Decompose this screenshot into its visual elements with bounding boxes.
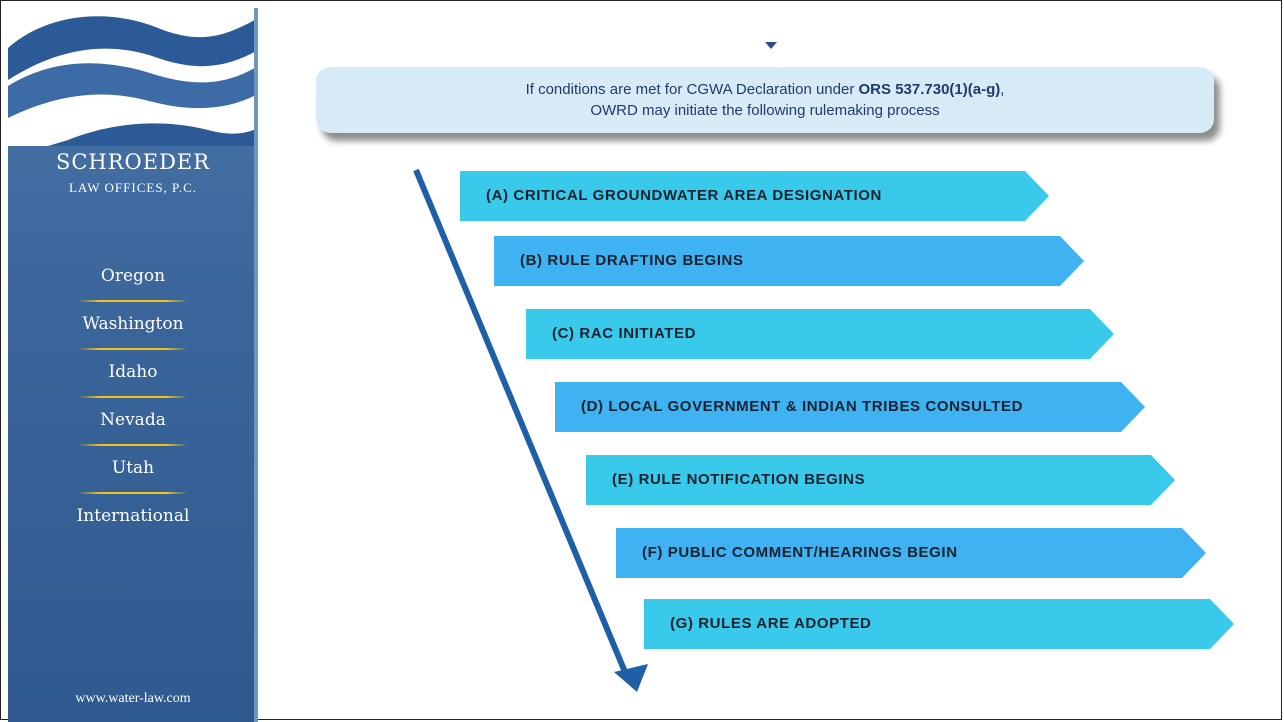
state-divider bbox=[78, 444, 188, 446]
sidebar: SCHROEDER LAW OFFICES, P.C. Oregon Washi… bbox=[8, 8, 258, 722]
state-divider bbox=[78, 492, 188, 494]
flow-arrow-head-icon bbox=[614, 664, 648, 692]
state-divider bbox=[78, 396, 188, 398]
step-b: (B) RULE DRAFTING BEGINS bbox=[494, 236, 1084, 286]
state-item-utah: Utah bbox=[8, 453, 258, 501]
step-c: (C) RAC INITIATED bbox=[526, 309, 1114, 359]
statute-reference: ORS 537.730(1)(a-g) bbox=[858, 81, 1001, 98]
step-d: (D) LOCAL GOVERNMENT & INDIAN TRIBES CON… bbox=[555, 382, 1145, 432]
state-item-washington: Washington bbox=[8, 309, 258, 357]
state-label: Nevada bbox=[100, 410, 166, 430]
wave-logo bbox=[8, 8, 258, 146]
step-g: (G) RULES ARE ADOPTED bbox=[644, 599, 1234, 649]
down-triangle-icon bbox=[765, 42, 777, 49]
state-item-oregon: Oregon bbox=[8, 261, 258, 309]
wave-logo-icon bbox=[8, 8, 258, 146]
condition-prefix: If conditions are met for CGWA Declarati… bbox=[525, 81, 859, 98]
flow-arrow-shaft bbox=[413, 168, 628, 674]
firm-name: SCHROEDER bbox=[55, 150, 211, 174]
step-f: (F) PUBLIC COMMENT/HEARINGS BEGIN bbox=[616, 528, 1206, 578]
state-item-idaho: Idaho bbox=[8, 357, 258, 405]
firm-subtitle: LAW OFFICES, P.C. bbox=[68, 180, 198, 195]
state-divider bbox=[78, 348, 188, 350]
condition-box: If conditions are met for CGWA Declarati… bbox=[316, 67, 1214, 133]
step-a: (A) CRITICAL GROUNDWATER AREA DESIGNATIO… bbox=[460, 171, 1049, 221]
state-label: Idaho bbox=[108, 362, 158, 382]
state-item-nevada: Nevada bbox=[8, 405, 258, 453]
step-e: (E) RULE NOTIFICATION BEGINS bbox=[586, 455, 1175, 505]
state-list: Oregon Washington Idaho Nevada Utah Inte… bbox=[8, 261, 258, 549]
state-label: International bbox=[76, 506, 190, 526]
condition-suffix: , bbox=[1000, 81, 1005, 98]
condition-line-1: If conditions are met for CGWA Declarati… bbox=[316, 79, 1214, 100]
website-link[interactable]: www.water-law.com bbox=[75, 691, 191, 706]
state-item-international: International bbox=[8, 501, 258, 549]
state-label: Oregon bbox=[100, 266, 166, 286]
state-divider bbox=[78, 300, 188, 302]
state-label: Utah bbox=[111, 458, 155, 478]
state-label: Washington bbox=[82, 314, 184, 334]
condition-line-2: OWRD may initiate the following rulemaki… bbox=[590, 102, 940, 119]
